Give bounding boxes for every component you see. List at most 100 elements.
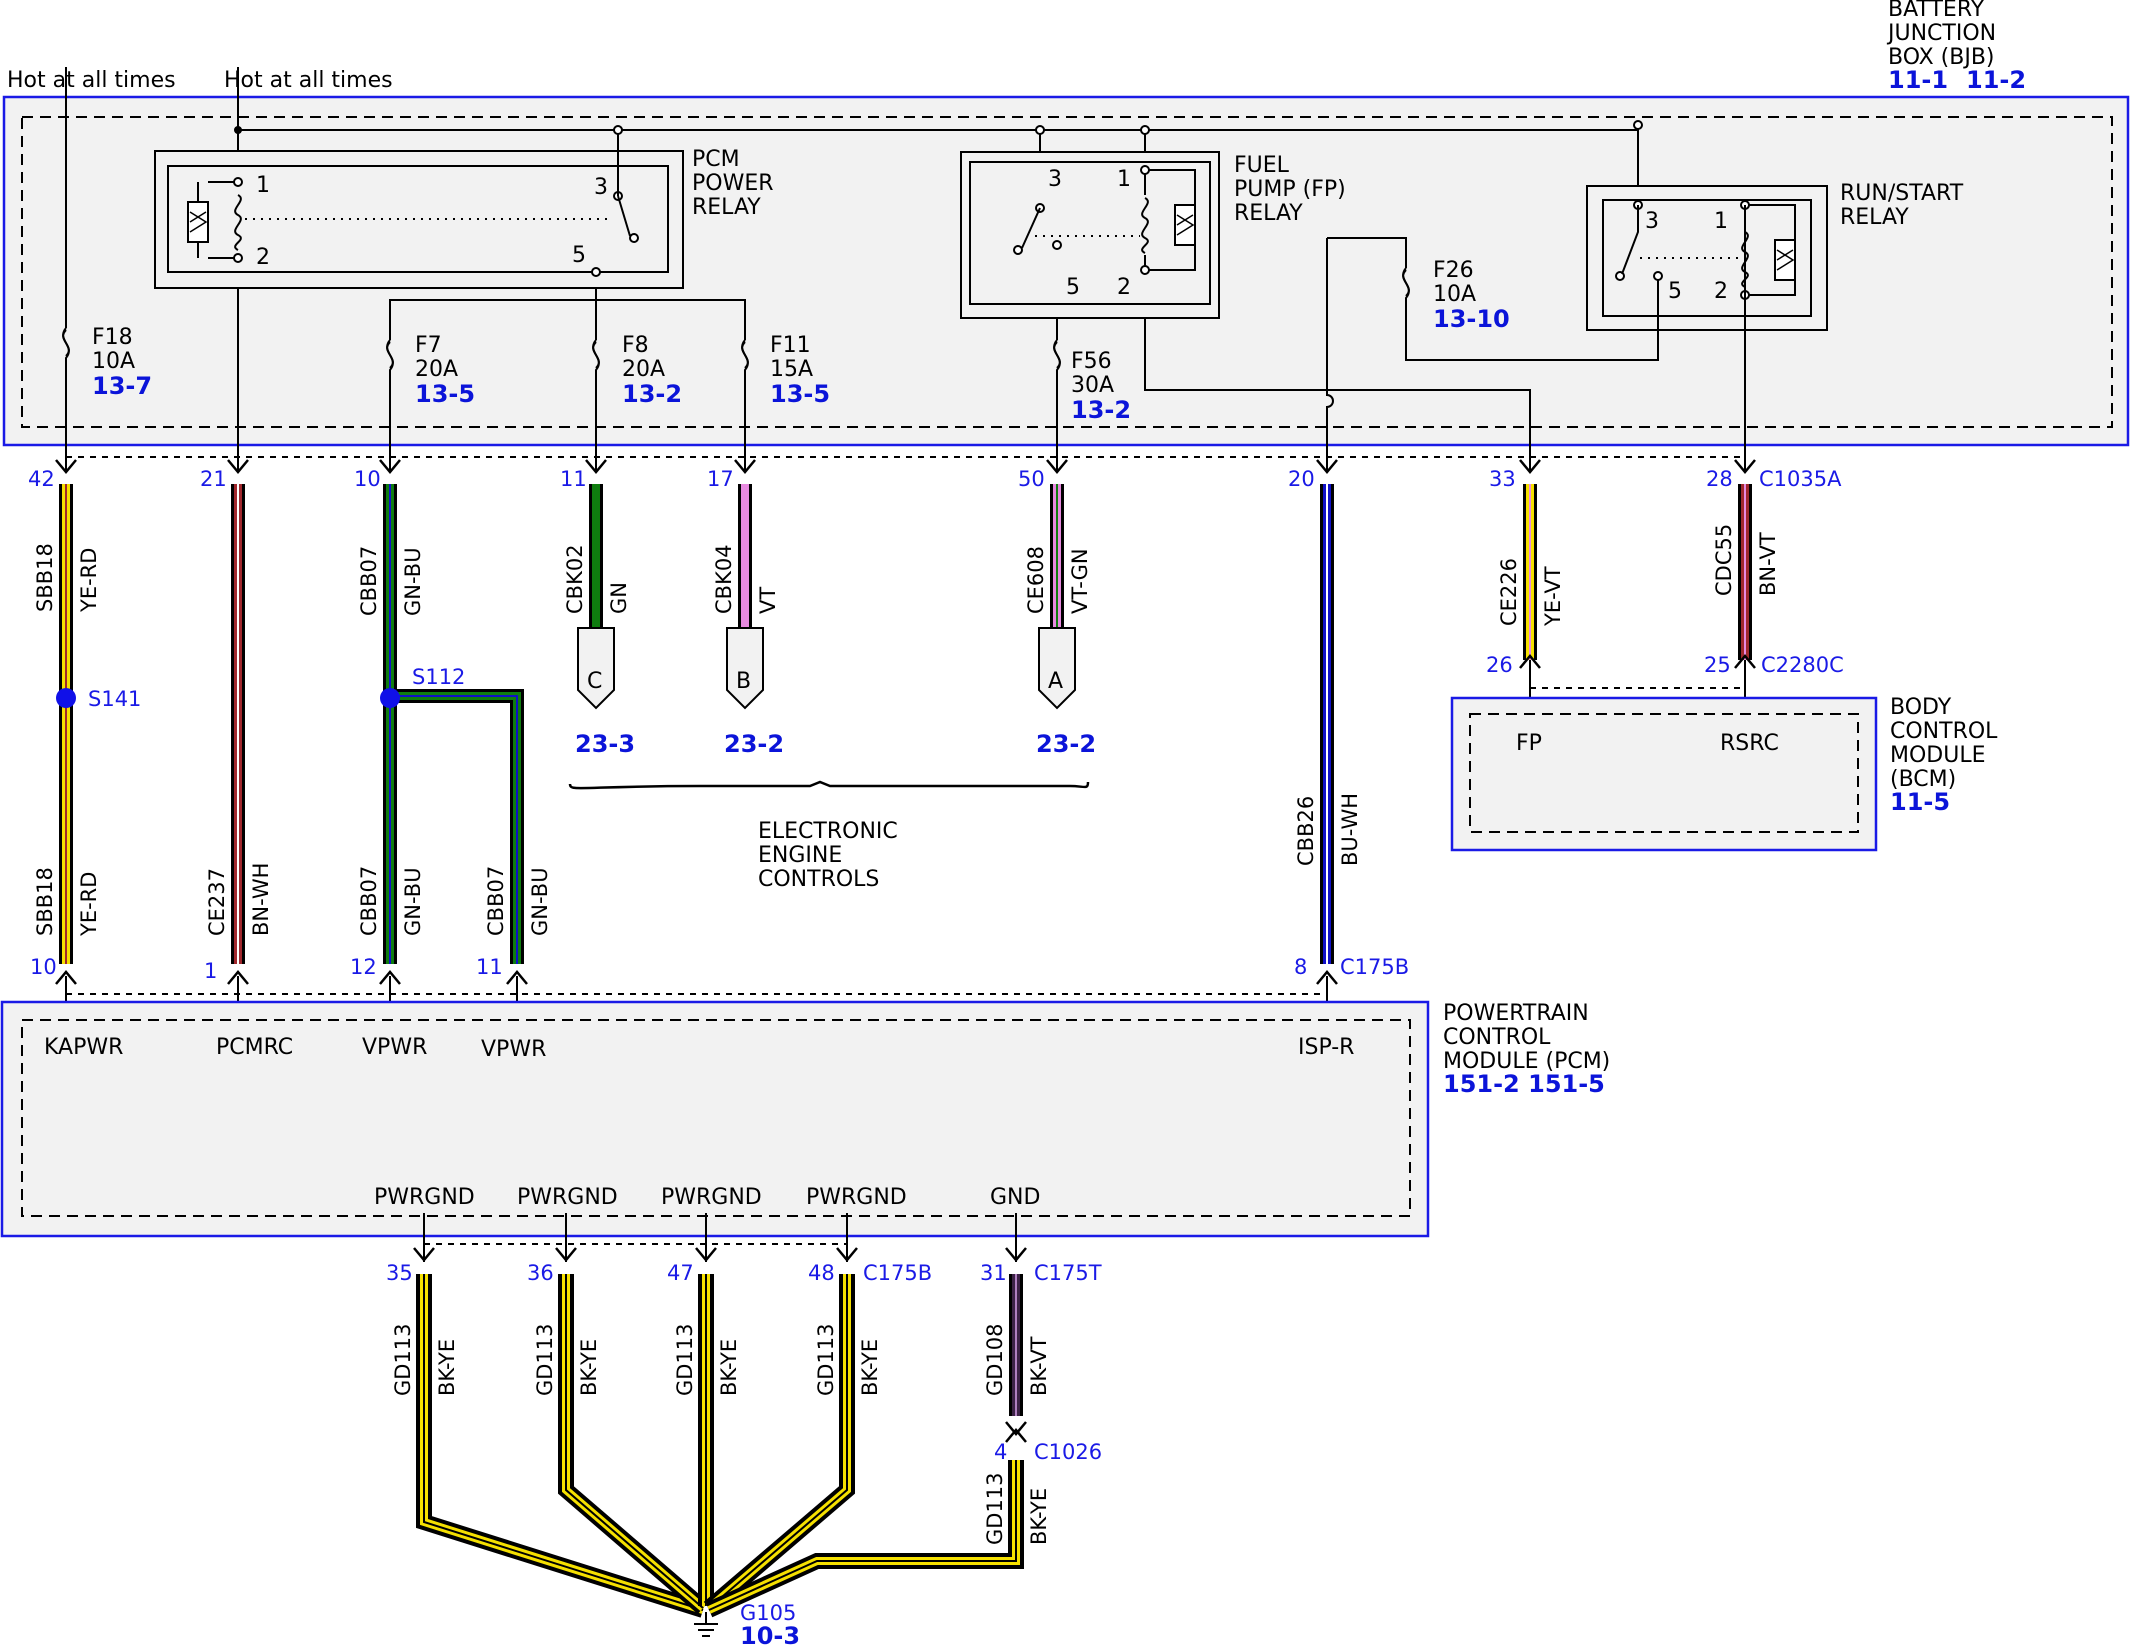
wire-ce237-circuit: CE237 xyxy=(205,868,229,936)
fp-relay-name-3: RELAY xyxy=(1234,201,1303,226)
pcm-relay-name-2: POWER xyxy=(692,171,774,196)
fuse-f8-ref[interactable]: 13-2 xyxy=(622,380,682,408)
eec-connectors: C B A 23-3 23-2 23-2 ELECTRONIC ENGINE C… xyxy=(568,627,1096,892)
ground-wires xyxy=(416,1274,1027,1637)
wire-labels: SBB18 YE-RD SBB18 YE-RD CE237 BN-WH CBB0… xyxy=(33,524,1780,937)
rs-relay-pin-1: 1 xyxy=(1714,209,1728,234)
bjb-title-2: JUNCTION xyxy=(1886,21,1996,46)
eec-connector-c: C xyxy=(587,669,602,694)
pcm-pin-36: 36 xyxy=(527,1261,554,1285)
bjb-pin-20: 20 xyxy=(1288,467,1315,491)
bcm-title-1: BODY xyxy=(1890,695,1952,720)
bjb-pin-11: 11 xyxy=(560,467,587,491)
eec-connector-b: B xyxy=(736,669,751,694)
pcm-signal-pwrgnd-1: PWRGND xyxy=(374,1185,475,1210)
eec-ref-23-2-b[interactable]: 23-2 xyxy=(724,730,784,758)
bjb-ref-11-1[interactable]: 11-1 xyxy=(1888,66,1948,94)
fp-relay-pin-5: 5 xyxy=(1066,275,1080,300)
fuse-f8-id: F8 xyxy=(622,333,649,358)
fuse-f11-rating: 15A xyxy=(770,357,813,382)
fuel-pump-relay: 3 1 5 2 FUEL PUMP (FP) RELAY xyxy=(960,151,1346,319)
pcm-relay-name-1: PCM xyxy=(692,147,740,172)
bcm-signal-rsrc: RSRC xyxy=(1720,731,1779,756)
eec-ref-23-2-a[interactable]: 23-2 xyxy=(1036,730,1096,758)
wires xyxy=(59,484,1752,964)
bjb-pin-33: 33 xyxy=(1489,467,1516,491)
fuse-f7-ref[interactable]: 13-5 xyxy=(415,380,475,408)
ground-id: G105 xyxy=(740,1601,796,1625)
bjb-pin-42: 42 xyxy=(28,467,55,491)
pcm-signal-isp-r: ISP-R xyxy=(1298,1035,1354,1060)
wire-ce237-color: BN-WH xyxy=(249,863,273,936)
run-start-relay: 3 1 5 2 RUN/START RELAY xyxy=(1586,181,1964,331)
pcm-pin-1: 1 xyxy=(204,959,217,983)
wire-gd113-3-circuit: GD113 xyxy=(673,1323,697,1396)
fuse-f8-rating: 20A xyxy=(622,357,665,382)
wire-cbb07-top-circuit: CBB07 xyxy=(357,546,381,616)
splice-s141-dot xyxy=(56,688,76,708)
hot-label-2: Hot at all times xyxy=(224,68,393,93)
hot-label-1: Hot at all times xyxy=(7,68,176,93)
eec-ref-23-3[interactable]: 23-3 xyxy=(575,730,635,758)
pcm-refs[interactable]: 151-2 151-5 xyxy=(1443,1070,1605,1098)
bjb-title-1: BATTERY xyxy=(1888,0,1985,22)
pcm-pin-10: 10 xyxy=(30,955,57,979)
pcm-signal-pcmrc: PCMRC xyxy=(216,1035,293,1060)
bjb-title-3: BOX (BJB) xyxy=(1888,45,1995,70)
fuse-f11-id: F11 xyxy=(770,333,811,358)
wire-ce608-circuit: CE608 xyxy=(1024,546,1048,614)
pcm-title-1: POWERTRAIN xyxy=(1443,1001,1589,1026)
bcm-title-4: (BCM) xyxy=(1890,767,1956,792)
fuse-f26-id: F26 xyxy=(1433,258,1474,283)
bjb-pin-10: 10 xyxy=(354,467,381,491)
wire-sbb18-bot-circuit: SBB18 xyxy=(33,867,57,936)
bcm-ref[interactable]: 11-5 xyxy=(1890,788,1950,816)
pcm-connector-c175t: C175T xyxy=(1034,1261,1102,1285)
fuse-f18-rating: 10A xyxy=(92,349,135,374)
fuse-f11-ref[interactable]: 13-5 xyxy=(770,380,830,408)
eec-label-2: ENGINE xyxy=(758,843,842,868)
pcm-pin-48: 48 xyxy=(808,1261,835,1285)
bcm-pin-26: 26 xyxy=(1486,653,1513,677)
ground-ref[interactable]: 10-3 xyxy=(740,1622,800,1645)
pcm-connector-c175b-top: C175B xyxy=(1340,955,1409,979)
wire-gd113-5-color: BK-YE xyxy=(1027,1488,1051,1545)
bjb-pin-numbers: 42 21 10 11 17 50 20 33 28 C1035A xyxy=(28,467,1842,491)
wire-cbb26-color: BU-WH xyxy=(1338,793,1362,866)
wire-cbk02-color: GN xyxy=(607,582,631,614)
wire-sbb18-top-circuit: SBB18 xyxy=(33,543,57,612)
fuse-f56-rating: 30A xyxy=(1071,373,1114,398)
pcm-relay-name-3: RELAY xyxy=(692,195,761,220)
pcm-relay-pin-2: 2 xyxy=(256,245,270,270)
pcm-relay-pin-3: 3 xyxy=(594,175,608,200)
wire-cbk04-color: VT xyxy=(756,587,780,614)
fuse-f56-id: F56 xyxy=(1071,349,1112,374)
bjb-connector-arrows xyxy=(55,459,1756,474)
splice-s112-label: S112 xyxy=(412,665,465,689)
bjb-ref-11-2[interactable]: 11-2 xyxy=(1966,66,2026,94)
pcm-signal-vpwr-1: VPWR xyxy=(362,1035,427,1060)
fuse-f18-ref[interactable]: 13-7 xyxy=(92,372,152,400)
wire-gd108-color: BK-VT xyxy=(1027,1336,1051,1396)
fp-relay-name-2: PUMP (FP) xyxy=(1234,177,1346,202)
rs-relay-pin-2: 2 xyxy=(1714,279,1728,304)
wire-gd113-4-color: BK-YE xyxy=(858,1339,882,1396)
fuses: F18 10A 13-7 F7 20A 13-5 F8 20A 13-2 F11… xyxy=(92,258,1510,424)
wire-ce226-color: YE-VT xyxy=(1541,566,1565,627)
fuse-f18-id: F18 xyxy=(92,325,133,350)
pcm-top-connector: 10 1 12 11 8 C175B xyxy=(30,955,1409,1018)
wire-cbb07-b-circuit: CBB07 xyxy=(484,866,508,936)
pcm-bottom-connector: 35 36 47 48 C175B 31 C175T xyxy=(386,1213,1102,1285)
c1026-connector: C1026 xyxy=(1034,1440,1102,1464)
bcm-title-3: MODULE xyxy=(1890,743,1986,768)
bjb-pin-17: 17 xyxy=(707,467,734,491)
fuse-f26-ref[interactable]: 13-10 xyxy=(1433,305,1510,333)
fuse-symbols xyxy=(62,269,1410,369)
bcm-pin-25: 25 xyxy=(1704,653,1731,677)
fuse-f56-ref[interactable]: 13-2 xyxy=(1071,396,1131,424)
fp-relay-pin-3: 3 xyxy=(1048,167,1062,192)
pcm-relay-pin-5: 5 xyxy=(572,243,586,268)
bcm-signal-fp: FP xyxy=(1516,731,1542,756)
wire-cbk02-circuit: CBK02 xyxy=(563,544,587,614)
rs-relay-name-2: RELAY xyxy=(1840,205,1909,230)
